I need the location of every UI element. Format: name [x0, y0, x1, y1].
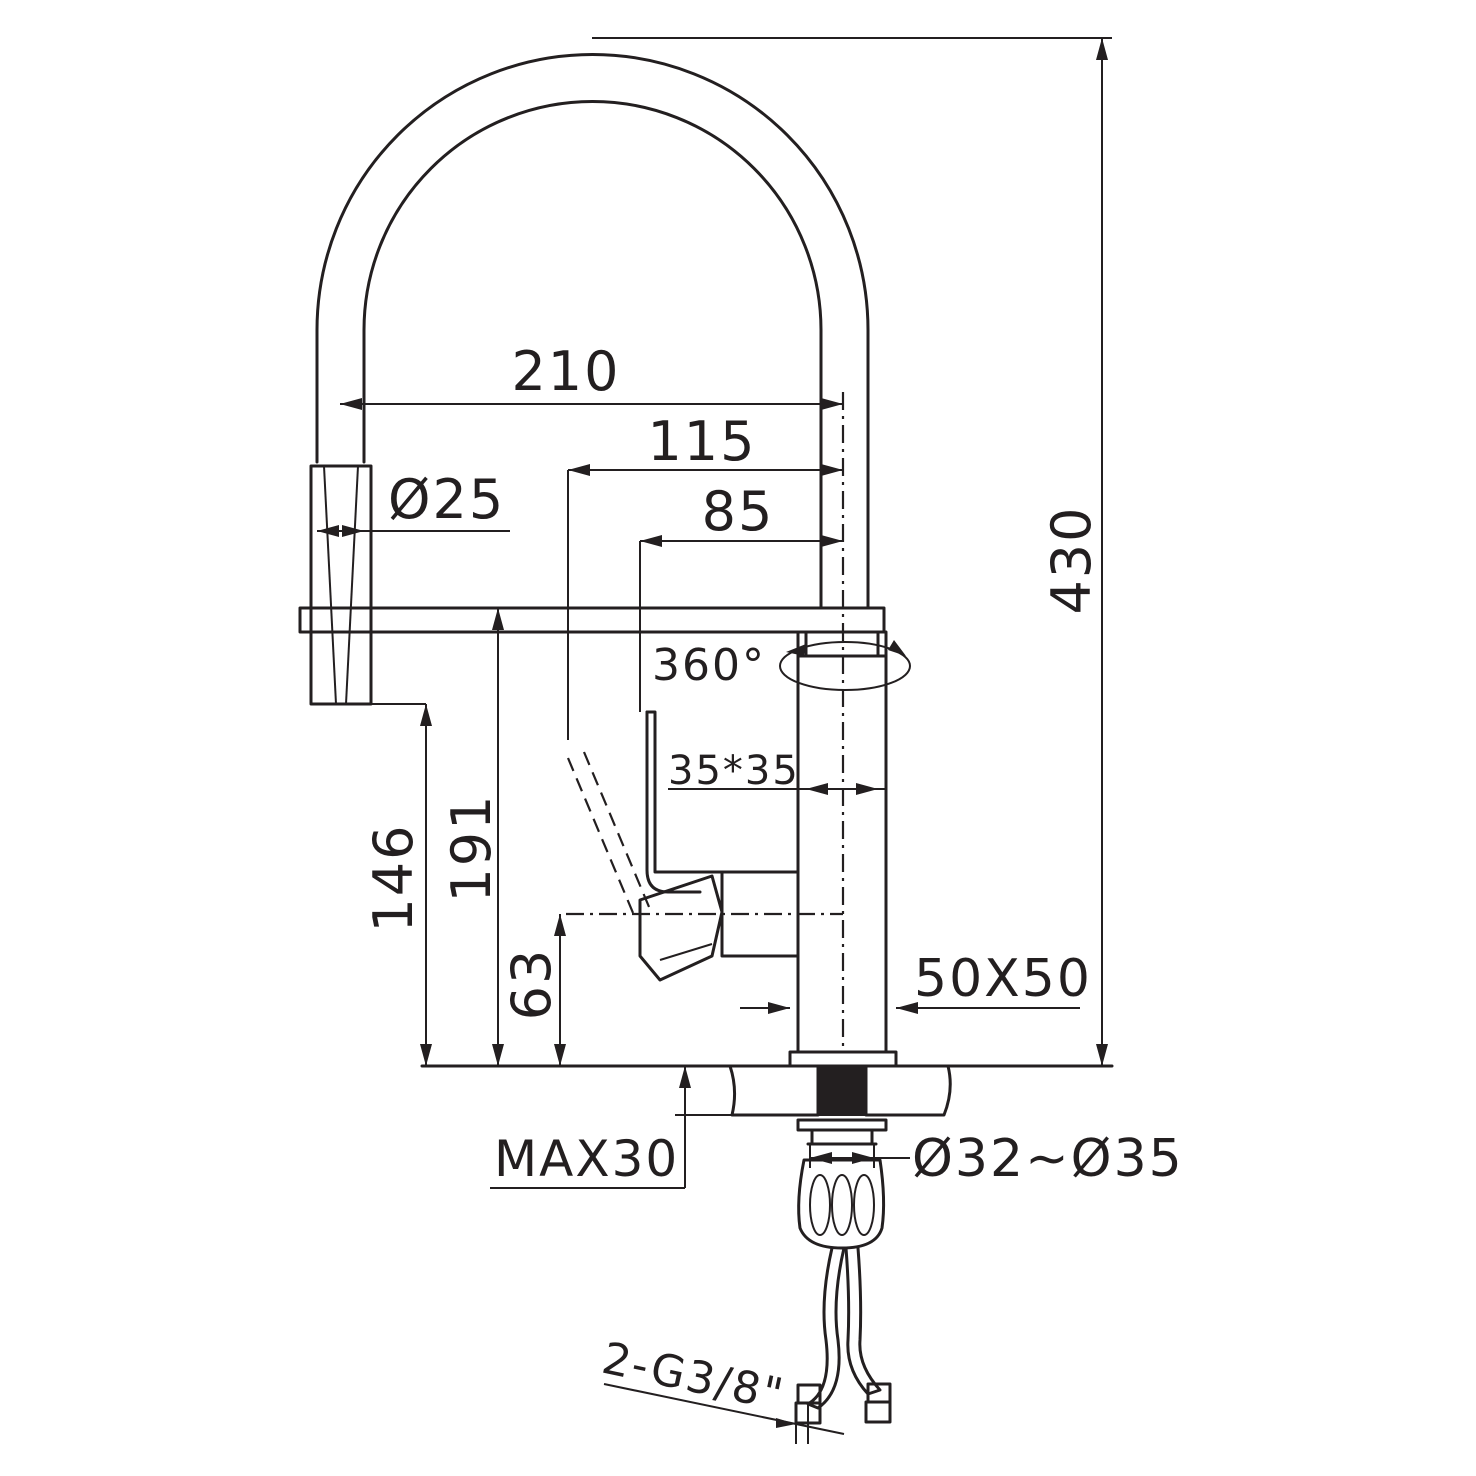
- deck-section: [420, 1064, 1114, 1250]
- dim-115-label: 115: [647, 410, 756, 473]
- dim-63-label: 63: [500, 948, 563, 1021]
- dim-210-label: 210: [511, 340, 620, 403]
- dim-85-label: 85: [702, 480, 775, 543]
- dim-max30-label: MAX30: [494, 1130, 679, 1188]
- dim-25-label: Ø25: [388, 468, 505, 531]
- dim-360-label: 360°: [652, 640, 766, 691]
- dim-430-label: 430: [1040, 505, 1103, 614]
- dim-191-label: 191: [440, 793, 503, 902]
- dim-35x35-label: 35*35: [668, 748, 800, 794]
- dim-50x50-label: 50X50: [914, 949, 1092, 1009]
- gooseneck-spout: [298, 53, 886, 706]
- dim-146-label: 146: [362, 823, 425, 932]
- dimension-lines: [317, 37, 1112, 1444]
- supply-hoses: [794, 1246, 892, 1425]
- faucet-body: [566, 392, 898, 1068]
- dim-connection-label: 2-G3/8": [598, 1333, 789, 1421]
- dim-32-35-label: Ø32~Ø35: [912, 1129, 1184, 1189]
- dimension-labels: 430 210 115 85 Ø25 360° 35*35 50X50 146 …: [362, 340, 1184, 1421]
